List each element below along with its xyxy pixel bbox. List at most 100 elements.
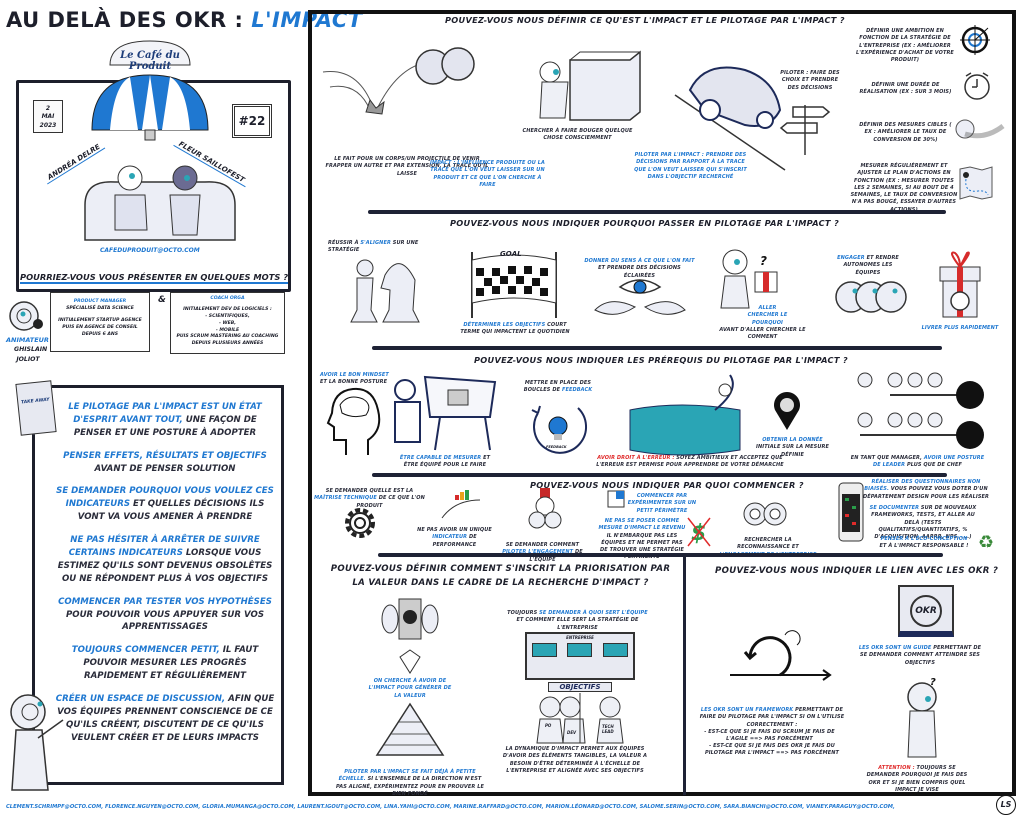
svg-text:?: ?	[930, 677, 936, 688]
section-title-definition: POUVEZ-VOUS NOUS DÉFINIR CE QU'EST L'IMP…	[445, 15, 845, 25]
section-title-okr-link: POUVEZ-VOUS NOUS INDIQUER LE LIEN AVEC L…	[715, 566, 999, 576]
takeaway-item: SE DEMANDER POURQUOI VOUS VOULEZ CES IND…	[55, 485, 275, 524]
caption: LES OKR SONT UN FRAMEWORK PERMETTANT DE …	[697, 707, 847, 729]
highlight-text: MAÎTRISE TECHNIQUE	[314, 495, 377, 502]
caption-text: AVANT DE PENSER SOLUTION	[94, 463, 236, 474]
caption: MESURER RÉGULIÈREMENT ET AJUSTER LE PLAN…	[848, 163, 960, 214]
crossed-dollar-icon: $	[687, 517, 711, 547]
puzzle-icon	[607, 490, 625, 508]
caption: - EST-CE QUE SI JE FAIS DU SCRUM JE FAIS…	[697, 729, 842, 744]
caption-text: UNE FAÇON DE PENSER ET UNE POSTURE À ADO…	[73, 414, 257, 438]
caption-text: EN TANT QUE MANAGER,	[850, 455, 924, 461]
caption-text: ET RENDRE AUTONOMES LES ÉQUIPES	[843, 255, 899, 276]
caption: METTRE EN PLACE DES BOUCLES DE FEEDBACK	[518, 380, 598, 395]
thinking-character-illustration: ?	[907, 677, 937, 758]
caption: ON CHERCHE À AVOIR DE L'IMPACT POUR GÉNÉ…	[365, 678, 455, 700]
caption-text: LA DYNAMIQUE D'IMPACT PERMET AUX ÉQUIPES…	[502, 746, 648, 774]
caption: DÉFINIR UNE AMBITION EN FONCTION DE LA S…	[855, 28, 955, 64]
section-title-start: POUVEZ-VOUS NOUS INDIQUER PAR QUOI COMME…	[530, 480, 804, 490]
highlight-text: OBTENIR LA DONNÉE	[762, 437, 823, 443]
caption: CHERCHER À FAIRE BOUGER QUELQUE CHOSE CO…	[515, 128, 640, 143]
bio-line: - SCIENTIFIQUES,	[205, 313, 250, 319]
highlight-text: SE DOCUMENTER	[869, 505, 920, 511]
highlight-text: NE PAS SE POSER COMME MESURE D'IMPACT LE…	[598, 518, 686, 532]
caption-text: SE DEMANDER COMMENT	[505, 542, 580, 548]
highlight-text: PILOTER PAR L'IMPACT : PRENDRE DES DÉCIS…	[634, 152, 747, 180]
caption-text: SUR DE NOUVEAUX FRAMEWORKS, TESTS, ET AL…	[871, 505, 977, 540]
caption: LA DYNAMIQUE D'IMPACT PERMET AUX ÉQUIPES…	[500, 746, 650, 775]
presenter-character-illustration	[10, 694, 64, 791]
caption-text: INITIALE SUR LA MESURE DÉFINIE	[756, 444, 829, 458]
highlight-text: SE DEMANDER POURQUOI VOUS VOULEZ CES IND…	[56, 486, 274, 510]
highlight-text: PENSER À L'ÉCO-CONCEPTION	[880, 536, 968, 542]
section-divider	[372, 346, 942, 350]
team-heads-illustration	[835, 281, 907, 313]
highlight-text: PILOTER PAR L'IMPACT SE FAIT DÉJÀ À PETI…	[338, 769, 476, 783]
caption-text: SE DEMANDER QUELLE EST LA	[325, 488, 414, 494]
section-title-why: POUVEZ-VOUS NOUS INDIQUER POURQUOI PASSE…	[450, 218, 840, 228]
loop-arrow-icon	[730, 630, 832, 681]
caption-text: COURT TERME QUI IMPACTENT LE QUOTIDIEN	[460, 322, 570, 336]
warning-text: AVOIR DROIT À L'ERREUR :	[597, 455, 675, 461]
vertical-divider	[683, 555, 686, 795]
window-icon	[602, 643, 628, 657]
value-machine-illustration	[381, 598, 439, 674]
ampersand: &	[158, 295, 166, 305]
caption-text: AFIN QUE VOS ÉQUIPES PRENNENT CONSCIENCE…	[57, 694, 275, 743]
caption: SE DOCUMENTER SUR DE NOUVEAUX FRAMEWORKS…	[868, 505, 978, 541]
takeaway-item: CRÉER UN ESPACE DE DISCUSSION, AFIN QUE …	[55, 693, 275, 745]
caption: NE PAS AVOIR UN UNIQUE INDICATEUR DE PER…	[412, 527, 497, 549]
bio-role: COACH ORGA	[210, 296, 245, 301]
caption-text: AVANT D'ALLER CHERCHER LE COMMENT	[719, 327, 806, 341]
caption: AVOIR LE BON MINDSET ET LA BONNE POSTURE	[320, 372, 390, 387]
caption-text: RECHERCHER LA RECONNAISSANCE ET	[737, 537, 799, 551]
drafting-table-illustration	[394, 375, 497, 451]
enterprise-building: ENTREPRISE	[525, 632, 635, 680]
caption-text: SOYEZ AMBITIEUX ET ACCEPTEZ QUE L'ERREUR…	[596, 455, 784, 469]
okr-book: OKR	[898, 585, 954, 637]
highlight-text: LES OKR SONT UN GUIDE	[858, 645, 932, 651]
sofa-guests-illustration	[84, 165, 236, 241]
caption-text: LORSQUE VOUS ESTIMEZ QU'ILS SONT DEVENUS…	[57, 548, 273, 584]
caption: DÉFINIR UNE DURÉE DE RÉALISATION (EX : S…	[853, 82, 958, 97]
binoculars-character-icon	[743, 502, 787, 526]
highlight-text: ENGAGER	[837, 255, 865, 261]
date-month: MAI	[41, 113, 55, 121]
caption: RÉUSSIR À S'ALIGNER SUR UNE STRATÉGIE	[328, 240, 438, 255]
intro-question: POURRIEZ-VOUS VOUS PRÉSENTER EN QUELQUES…	[20, 272, 289, 284]
highlight-text: LES OKR SONT UN FRAMEWORK	[700, 707, 794, 713]
caption: LE FAIT POUR UN CORPS/UN PROJECTILE DE V…	[322, 156, 492, 178]
cafe-email[interactable]: CAFEDUPRODUIT@OCTO.COM	[100, 247, 200, 254]
caption-text: ET LA BONNE POSTURE	[320, 379, 388, 386]
highlight-text: CRÉER UN ESPACE DE DISCUSSION,	[55, 694, 226, 705]
takeaway-bag-label: TAKE AWAY	[20, 397, 50, 406]
caption-text: PERMETTANT DE FAIRE DU PILOTAGE PAR L'IM…	[699, 707, 845, 728]
caption-text: - EST-CE QUE SI JE FAIS DU SCRUM JE FAIS…	[704, 729, 835, 743]
pyramid-icon	[375, 702, 445, 756]
caption: OBTENIR LA DONNÉE INITIALE SUR LA MESURE…	[755, 437, 830, 459]
caption: PILOTER PAR L'IMPACT SE FAIT DÉJÀ À PETI…	[335, 769, 485, 798]
bio-line: PUIS SCRUM MASTERING AU COACHING DEPUIS …	[176, 334, 279, 347]
caption: LIVRER PLUS RAPIDEMENT	[920, 325, 1000, 332]
caption-text: - EST-CE QUE SI JE FAIS DES OKR JE FAIS …	[704, 743, 840, 757]
caption-text: VOUS POUVEZ VOUS DOTER D'UN DÉPARTEMENT …	[862, 486, 990, 500]
caption-text: TOUJOURS SE DEMANDER POURQUOI JE FAIS DE…	[866, 765, 968, 793]
section-divider	[378, 553, 943, 557]
feedback-label: FEEDBACK	[546, 445, 567, 449]
section-divider	[372, 473, 947, 477]
bio-card-fleur: COACH ORGA INITIALEMENT DEV DE LOGICIELS…	[170, 292, 285, 354]
push-cube-illustration	[539, 50, 641, 121]
caption: ATTENTION : TOUJOURS SE DEMANDER POURQUO…	[862, 765, 972, 794]
highlight-text: ÊTRE CAPABLE DE MESURER	[399, 455, 482, 461]
section-title-value-prioritization: POUVEZ-VOUS DÉFINIR COMMENT S'INSCRIT LA…	[330, 564, 671, 588]
bio-line: - WEB,	[219, 320, 236, 326]
bio-line: INITIALEMENT DEV DE LOGICIELS :	[183, 306, 272, 312]
highlight-text: AVOIR UNE POSTURE DE LEADER	[873, 455, 985, 469]
highlight-text: PENSER EFFETS, RÉSULTATS ET OBJECTIFS	[63, 450, 267, 461]
wave-surfer-illustration	[629, 374, 741, 456]
host-avatar-icon	[9, 301, 43, 331]
caption-text: NE PAS AVOIR UN UNIQUE	[417, 527, 492, 533]
caption-text: TOUJOURS	[507, 610, 540, 616]
caption: IMPACT : L'INFLUENCE PRODUITE OU LA TRAC…	[430, 160, 545, 189]
caption-text: PERMETTANT DE SE DEMANDER COMMENT ATTEIN…	[860, 645, 982, 666]
